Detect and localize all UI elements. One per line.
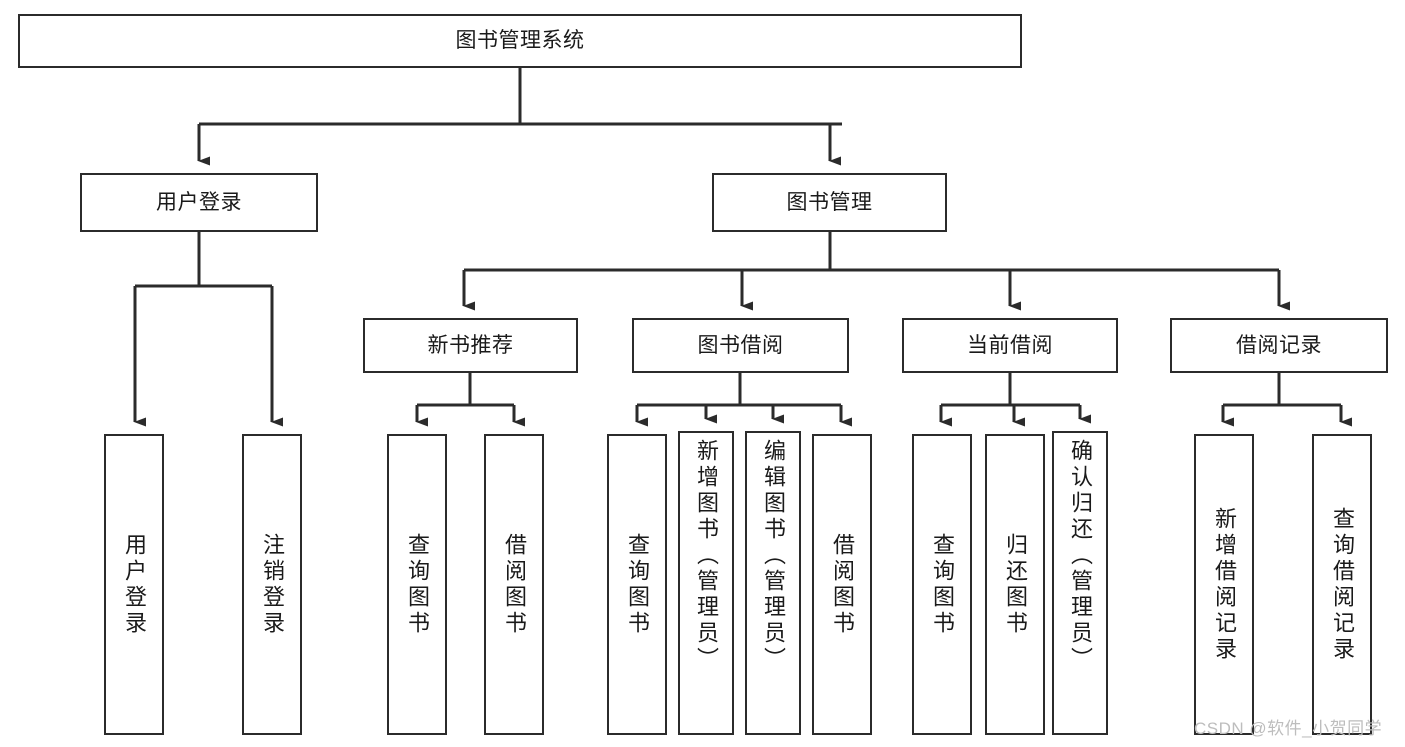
node-book-manage[interactable]: 图书管理 (712, 173, 947, 232)
node-current-borrow[interactable]: 当前借阅 (902, 318, 1118, 373)
node-leaf-edit-book-admin[interactable]: 编辑图书（管理员） (745, 431, 801, 735)
node-root-system[interactable]: 图书管理系统 (18, 14, 1022, 68)
node-leaf-query-borrow-record-label: 查询借阅记录 (1330, 506, 1355, 663)
edge-book-borrow-to-leaves (635, 373, 852, 427)
node-leaf-query-book-recommend[interactable]: 查询图书 (387, 434, 447, 735)
node-leaf-add-borrow-record-label: 新增借阅记录 (1212, 506, 1237, 663)
node-leaf-logout-label: 注销登录 (260, 532, 285, 637)
node-leaf-logout[interactable]: 注销登录 (242, 434, 302, 735)
node-leaf-confirm-return-admin-label: 确认归还（管理员） (1068, 439, 1093, 673)
edge-user-login-to-leaves (133, 232, 283, 427)
node-leaf-return-book[interactable]: 归还图书 (985, 434, 1045, 735)
node-leaf-query-book-borrow-label: 查询图书 (625, 532, 650, 637)
edge-current-borrow-to-leaves (939, 373, 1091, 427)
node-new-book-recommend-label: 新书推荐 (427, 333, 514, 357)
node-leaf-query-book-current-label: 查询图书 (930, 532, 955, 637)
node-new-book-recommend[interactable]: 新书推荐 (363, 318, 578, 373)
edge-borrow-record-to-leaves (1221, 373, 1352, 427)
node-leaf-borrow-book-recommend-label: 借阅图书 (502, 532, 527, 637)
node-leaf-add-book-admin-label: 新增图书（管理员） (694, 439, 719, 673)
node-current-borrow-label: 当前借阅 (967, 333, 1053, 357)
edge-book-manage-to-level3 (462, 232, 1290, 311)
node-leaf-borrow-book-borrow-label: 借阅图书 (830, 532, 855, 637)
node-leaf-user-login-label: 用户登录 (122, 532, 147, 637)
node-leaf-add-book-admin[interactable]: 新增图书（管理员） (678, 431, 734, 735)
edge-new-book-rec-to-leaves (415, 373, 525, 427)
node-leaf-borrow-book-borrow[interactable]: 借阅图书 (812, 434, 872, 735)
node-book-borrow-label: 图书借阅 (697, 333, 784, 357)
node-leaf-query-borrow-record[interactable]: 查询借阅记录 (1312, 434, 1372, 735)
node-borrow-record-label: 借阅记录 (1236, 333, 1322, 357)
node-book-manage-label: 图书管理 (786, 190, 873, 214)
node-root-system-label: 图书管理系统 (455, 29, 585, 53)
node-leaf-borrow-book-recommend[interactable]: 借阅图书 (484, 434, 544, 735)
node-book-borrow[interactable]: 图书借阅 (632, 318, 849, 373)
node-leaf-add-borrow-record[interactable]: 新增借阅记录 (1194, 434, 1254, 735)
node-leaf-confirm-return-admin[interactable]: 确认归还（管理员） (1052, 431, 1108, 735)
edge-root-to-level2 (197, 68, 842, 166)
node-user-login[interactable]: 用户登录 (80, 173, 318, 232)
node-leaf-query-book-recommend-label: 查询图书 (405, 532, 430, 637)
node-leaf-query-book-current[interactable]: 查询图书 (912, 434, 972, 735)
node-leaf-return-book-label: 归还图书 (1003, 532, 1028, 637)
node-borrow-record[interactable]: 借阅记录 (1170, 318, 1388, 373)
node-leaf-user-login[interactable]: 用户登录 (104, 434, 164, 735)
node-user-login-label: 用户登录 (156, 190, 242, 214)
node-leaf-query-book-borrow[interactable]: 查询图书 (607, 434, 667, 735)
node-leaf-edit-book-admin-label: 编辑图书（管理员） (761, 439, 786, 673)
